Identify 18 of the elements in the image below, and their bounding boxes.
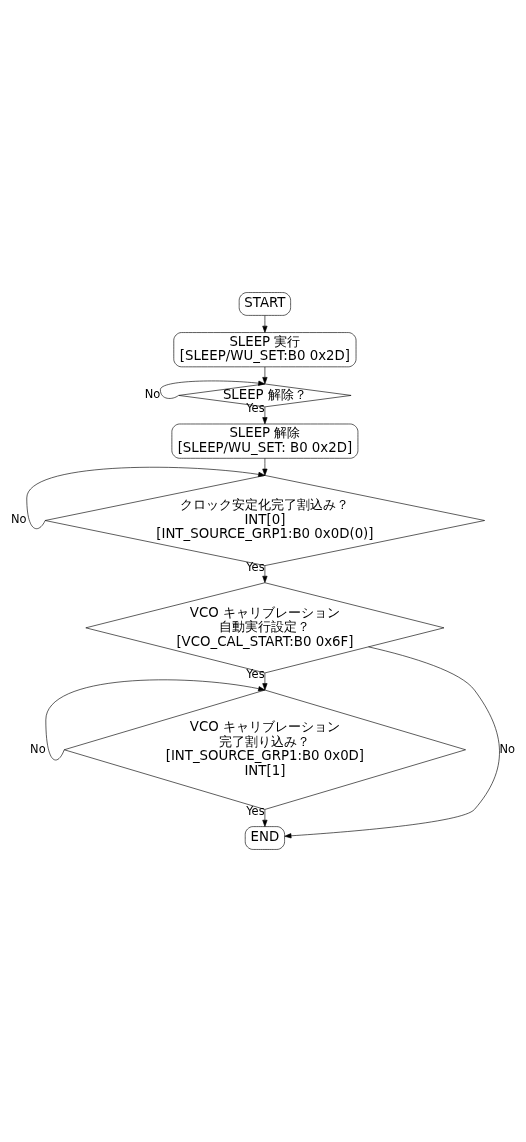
node-box: START	[238, 292, 291, 316]
arrow	[160, 380, 266, 399]
node-box: END	[244, 826, 285, 850]
arrow	[45, 679, 266, 761]
arrow	[262, 672, 268, 691]
arrow	[262, 315, 268, 333]
arrow	[262, 406, 268, 425]
edge-label: No	[30, 741, 46, 756]
edge-label: No	[144, 387, 161, 402]
arrow	[262, 809, 268, 827]
edge-label: No	[499, 741, 515, 756]
arrow	[262, 366, 268, 385]
arrow	[284, 646, 500, 839]
edge-label: No	[11, 512, 27, 527]
node-box: SLEEP 実行 [SLEEP/WU_SET:B0 0x2D]	[173, 332, 357, 368]
arrow	[262, 458, 268, 476]
node-box: SLEEP 解除 [SLEEP/WU_SET: B0 0x2D]	[171, 423, 359, 459]
arrow	[262, 565, 268, 583]
